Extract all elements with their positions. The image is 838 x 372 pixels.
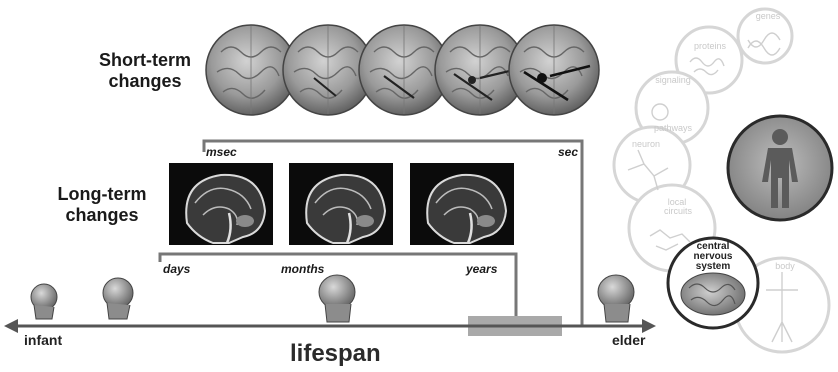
- neuron-label: neuron: [626, 140, 666, 149]
- genes-label: genes: [755, 12, 781, 21]
- sagittal-mri-image: [169, 163, 273, 245]
- elder-label: elder: [612, 332, 645, 348]
- head-model-icon: [319, 275, 355, 322]
- sagittal-mri-image: [410, 163, 514, 245]
- cns-label-line-3: system: [683, 262, 743, 272]
- organism-circle: [728, 116, 832, 220]
- infant-label: infant: [24, 332, 62, 348]
- pathways-label: pathways: [648, 124, 698, 133]
- sec-label: sec: [558, 145, 578, 159]
- arrow-right-icon: [642, 319, 656, 333]
- cns-brain-icon: [681, 273, 745, 315]
- short-term-brain-slices: [206, 25, 599, 115]
- cns-label: central nervous system: [683, 242, 743, 272]
- brain-slice-image: [509, 25, 599, 115]
- circuits-label: circuits: [658, 207, 698, 216]
- lifespan-label: lifespan: [290, 340, 381, 368]
- years-label: years: [466, 262, 497, 276]
- arrow-left-icon: [4, 319, 18, 333]
- sagittal-mri-image: [289, 163, 393, 245]
- head-model-icon: [598, 275, 634, 322]
- signaling-label: signaling: [648, 76, 698, 85]
- short-term-heading-line-1: Short-term: [95, 50, 195, 71]
- days-label: days: [163, 262, 190, 276]
- proteins-label: proteins: [688, 42, 732, 51]
- long-term-heading-line-2: changes: [52, 205, 152, 226]
- months-label: months: [281, 262, 324, 276]
- msec-label: msec: [206, 145, 237, 159]
- long-term-heading-line-1: Long-term: [52, 184, 152, 205]
- long-term-mri-images: [169, 163, 514, 245]
- head-model-icon: [31, 284, 57, 319]
- head-model-icon: [103, 278, 133, 319]
- long-term-heading: Long-term changes: [52, 184, 152, 226]
- body-label: body: [770, 262, 800, 271]
- short-term-heading: Short-term changes: [95, 50, 195, 92]
- short-term-heading-line-2: changes: [95, 71, 195, 92]
